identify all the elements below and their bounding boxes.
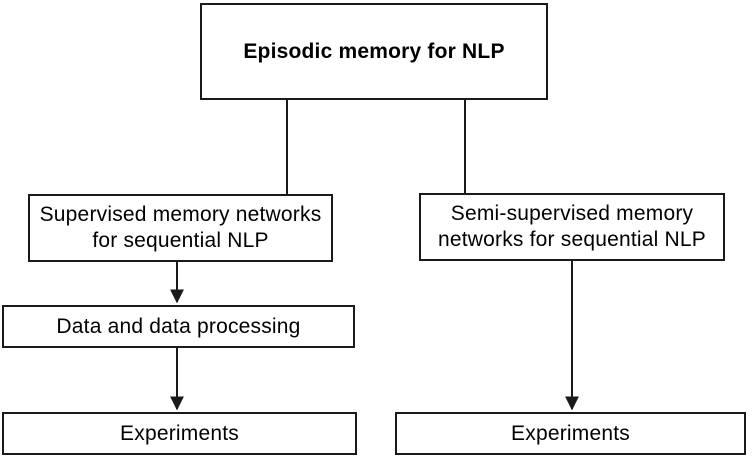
node-data-and-data-processing: Data and data processing [2, 305, 355, 348]
node-experiments-right: Experiments [395, 412, 746, 455]
node-experiments-right-label: Experiments [511, 421, 630, 445]
node-episodic-memory: Episodic memory for NLP [200, 3, 548, 100]
node-episodic-memory-label: Episodic memory for NLP [243, 39, 505, 63]
node-experiments-left-label: Experiments [120, 421, 239, 445]
node-data-and-data-processing-label: Data and data processing [56, 314, 301, 338]
node-supervised-memory-networks-label: Supervised memory networks for sequentia… [39, 203, 322, 252]
node-semi-supervised-memory-networks: Semi-supervised memory networks for sequ… [419, 193, 725, 261]
node-experiments-left: Experiments [2, 412, 357, 455]
node-semi-supervised-memory-networks-label: Semi-supervised memory networks for sequ… [437, 202, 707, 251]
node-supervised-memory-networks: Supervised memory networks for sequentia… [28, 194, 333, 262]
